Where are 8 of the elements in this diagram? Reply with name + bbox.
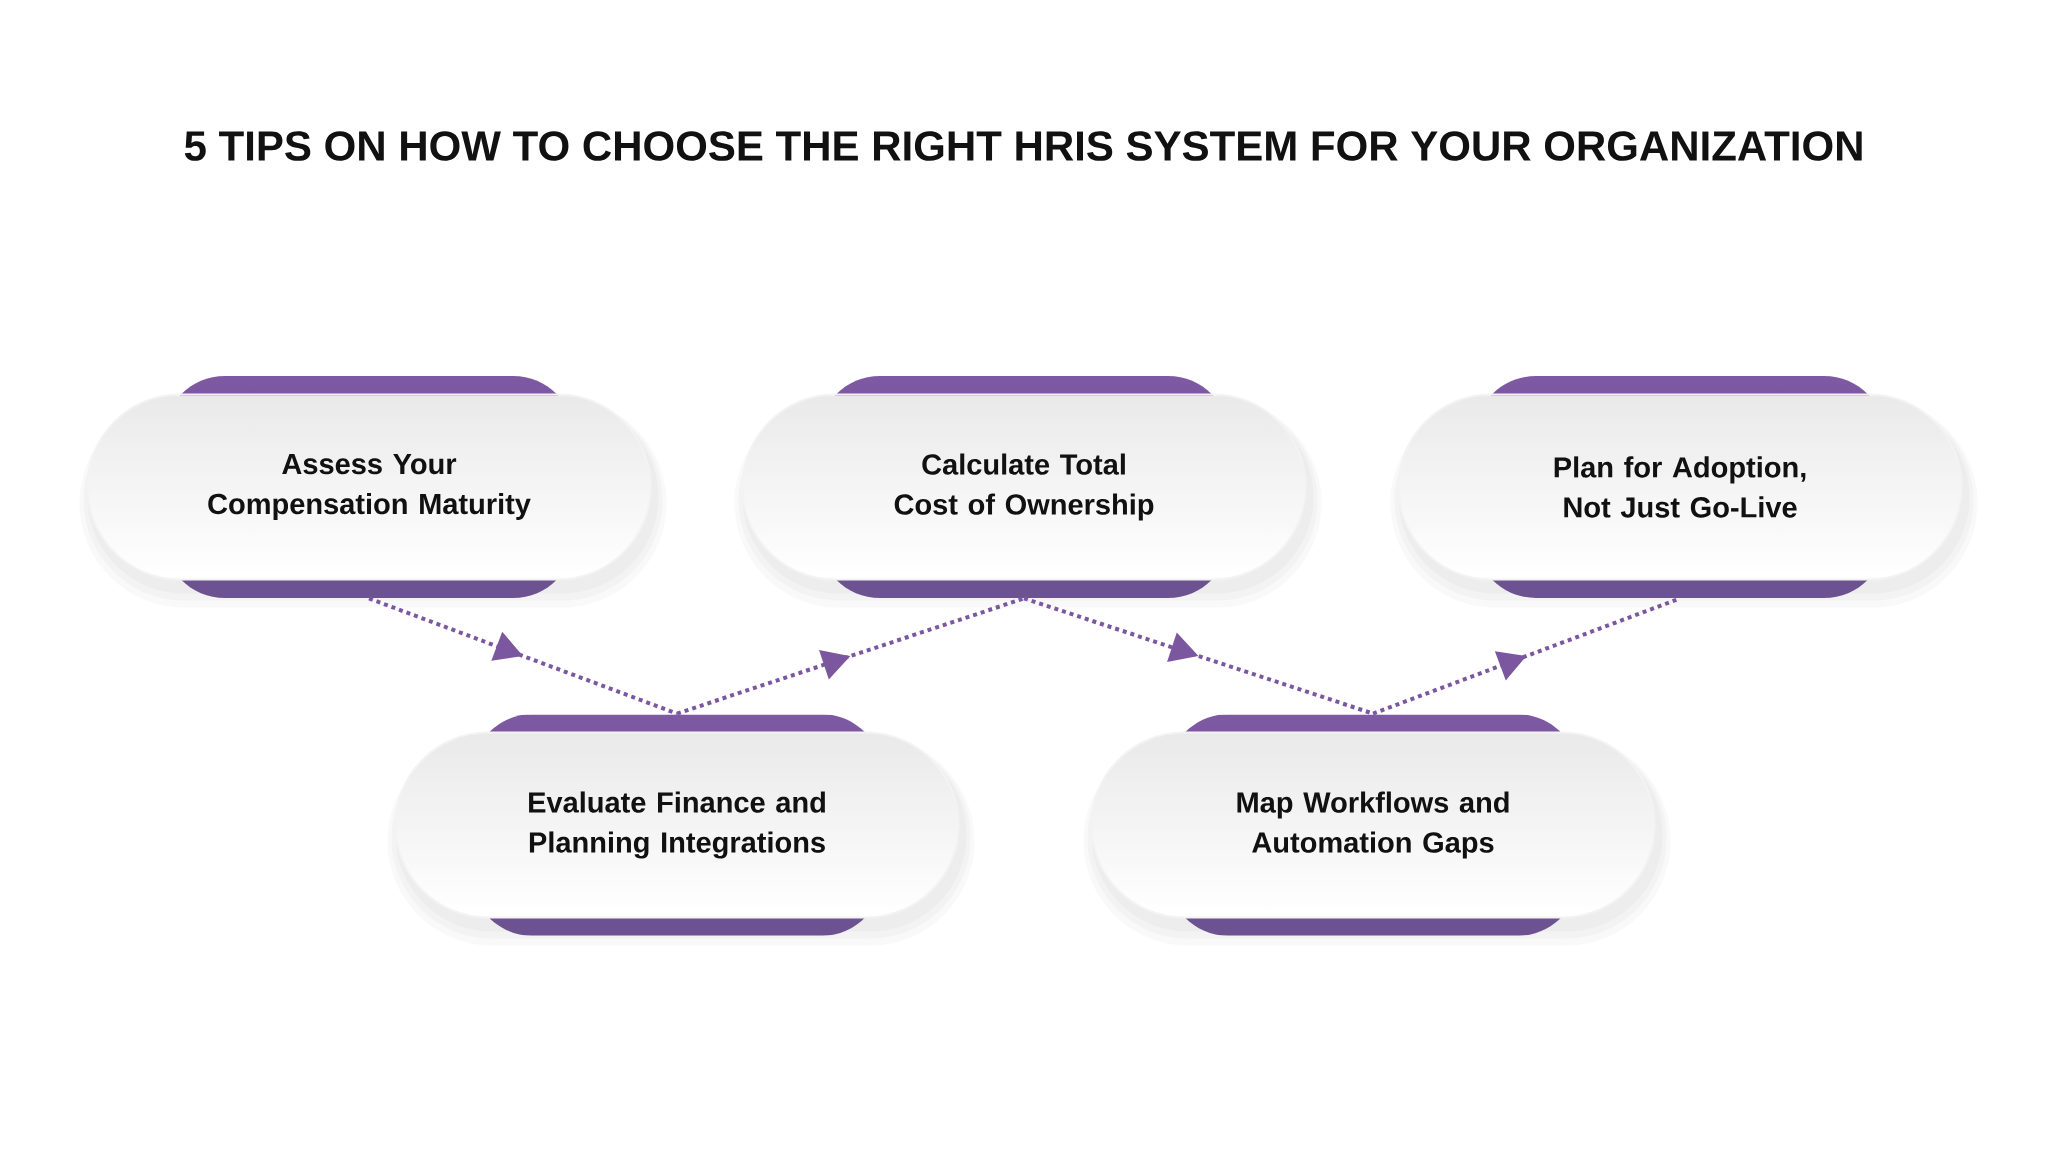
arrow	[676, 596, 1025, 716]
pill-box: Assess Your Compensation Maturity	[79, 376, 667, 608]
pill-box: Map Workflows and Automation Gaps	[1083, 714, 1671, 946]
pill-box: Evaluate Finance and Planning Integrations	[387, 714, 975, 946]
pill-box: Calculate Total Cost of Ownership	[734, 376, 1322, 608]
arrow	[368, 596, 678, 716]
title: 5 TIPS ON HOW TO CHOOSE THE RIGHT HRIS SYSTEM FOR YOUR ORGANIZATION	[184, 131, 1862, 161]
pill-box: Plan for Adoption, Not Just Go-Live	[1390, 376, 1978, 608]
